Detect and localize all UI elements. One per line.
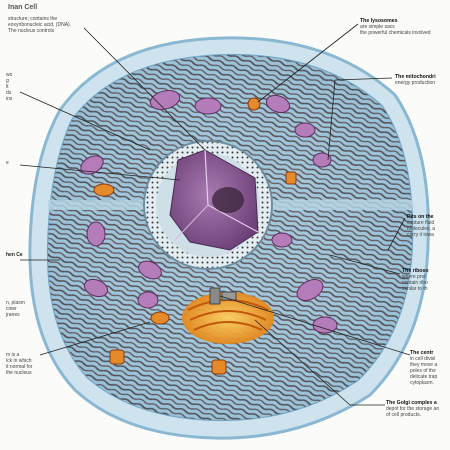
label-line: are simple sacs xyxy=(360,24,395,30)
left-label-line: m is a xyxy=(6,352,20,358)
left-label-line: lt xyxy=(6,84,9,90)
label-heading: The mitochondri xyxy=(395,74,436,80)
label-heading: Pits on the xyxy=(407,214,434,220)
label-heading: The riboso xyxy=(402,268,429,274)
label-centrioles: The centr in cell divisi they move a pol… xyxy=(410,350,437,386)
golgi-complex xyxy=(182,292,274,344)
left-label-line: The nucleus controls xyxy=(8,28,55,34)
left-label-nucleus: structure; contains the eoxyribonucleic … xyxy=(8,16,71,34)
label-line: energy production xyxy=(395,80,436,86)
label-line: cytoplasm. xyxy=(410,380,434,386)
pointer-lines xyxy=(19,23,411,406)
label-line: the powerful chemicals involved xyxy=(360,30,431,36)
lysosomes xyxy=(93,97,297,375)
label-line: in cell divisi xyxy=(410,356,436,362)
left-label-line: eoxyribonucleic acid, (DNA). xyxy=(8,22,72,28)
left-label-line: g xyxy=(6,78,9,84)
label-heading: The centr xyxy=(410,350,434,356)
left-label-line: the nucleus xyxy=(6,370,32,376)
left-label-5: n, plasm ciner jranes xyxy=(6,300,25,318)
label-line: where prot xyxy=(402,274,426,280)
left-label-4: hen Ce xyxy=(6,252,23,258)
label-heading: The lysosomes xyxy=(360,18,398,24)
nucleus xyxy=(143,140,273,270)
left-label-line: ins xyxy=(6,96,13,102)
nucleolus xyxy=(212,187,244,213)
label-line: molecules, a xyxy=(407,226,436,232)
left-label-line: structure; contains the xyxy=(8,16,58,22)
label-line: carry it towa xyxy=(407,232,434,238)
left-label-2: wo g lt ds ins xyxy=(6,72,12,102)
left-label-line: hen Ce xyxy=(6,252,23,258)
left-label-line: jranes xyxy=(6,312,20,318)
label-line: contain ribo xyxy=(402,280,428,286)
left-label-line: ick in which xyxy=(6,358,32,364)
left-label-6: m is a ick in which it normal for the nu… xyxy=(6,352,32,376)
label-line: of cell products. xyxy=(386,412,422,418)
label-heading: The Golgi complex a xyxy=(386,400,437,406)
mitochondria xyxy=(80,89,338,334)
label-line: depot for the storage an xyxy=(386,406,440,412)
label-lysosomes: The lysosomes are simple sacs the powerf… xyxy=(360,18,431,36)
left-label-line: wo xyxy=(6,72,13,78)
label-line: poles of the xyxy=(410,368,436,374)
label-line: similar to th xyxy=(402,286,428,292)
label-line: delicate trap xyxy=(410,374,438,380)
label-mitochondria: The mitochondri energy production xyxy=(395,74,436,86)
page-title-fragment: Inan Cell xyxy=(8,4,38,11)
left-label-line: n, plasm xyxy=(6,300,25,306)
label-line: they move a xyxy=(410,362,438,368)
label-ribosomes: The riboso where prot contain ribo simil… xyxy=(402,268,429,292)
left-label-line: ds xyxy=(6,90,12,96)
left-label-line: ciner xyxy=(6,306,17,312)
label-line: capture fluid xyxy=(407,220,435,226)
left-label-3: e xyxy=(6,160,9,166)
left-label-line: e xyxy=(6,160,9,166)
label-golgi: The Golgi complex a depot for the storag… xyxy=(386,400,439,418)
label-pits: Pits on the capture fluid molecules, a c… xyxy=(407,214,435,238)
left-label-line: it normal for xyxy=(6,364,33,370)
